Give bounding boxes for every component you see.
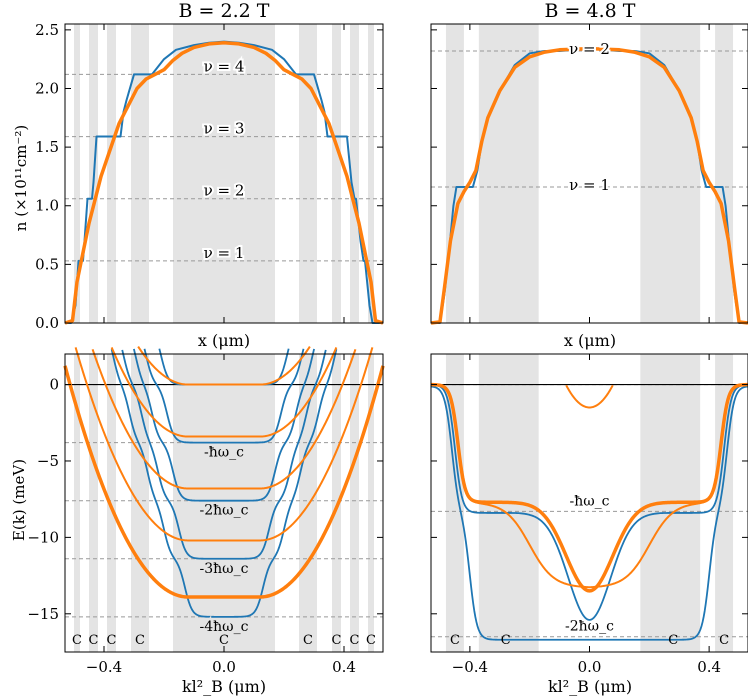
bottom-left-ytick-label: −15	[27, 605, 59, 623]
bottom-left-energy-label: -3ħω_c	[200, 561, 249, 577]
top-left-title: B = 2.2 T	[179, 0, 270, 22]
bottom-left-energy-label: -ħω_c	[204, 445, 244, 461]
top-left-shaded-band	[332, 24, 341, 323]
top-left-ylabel: n (×10¹¹cm⁻²)	[12, 125, 30, 231]
bottom-left-xlabel: kl²_B (μm)	[182, 677, 266, 696]
panel-top-left: 0.0 0.5 1.0 1.5 2.0 2.5 ν = 4 ν = 3 ν = 2 ν = 1	[35, 21, 384, 332]
top-left-ytick-label: 1.0	[35, 197, 59, 215]
top-right-filling-label: ν = 1	[569, 176, 610, 194]
top-left-shaded-band	[350, 24, 359, 323]
bottom-left-blue-band-3	[121, 349, 327, 560]
top-left-shaded-band	[131, 24, 149, 323]
top-left-filling-label: ν = 3	[204, 120, 245, 138]
bottom-left-shaded-band	[107, 354, 116, 652]
panel-top-right: ν = 2 ν = 1	[430, 23, 748, 325]
top-left-filling-label: ν = 2	[204, 182, 245, 200]
bottom-left-energy-label: -4ħω_c	[200, 619, 249, 635]
top-left-filling-label: ν = 4	[204, 57, 245, 75]
bottom-left-shaded-band	[173, 354, 275, 652]
bottom-left-orange-band-3	[74, 347, 374, 542]
bottom-right-orange-band-1	[430, 383, 748, 589]
bottom-left-ytick-label: −5	[37, 452, 59, 470]
top-left-shaded-band	[74, 24, 80, 323]
top-left-ytick-label: 2.5	[35, 21, 59, 39]
bottom-left-shaded-band	[299, 354, 317, 652]
bottom-left-orange-band-4	[63, 365, 385, 599]
bottom-left-ytick-label: −10	[27, 528, 59, 546]
bottom-left-shaded-band	[350, 354, 359, 652]
bottom-right-xlabel: kl²_B (μm)	[548, 677, 632, 696]
bottom-right-c-marker: C	[668, 633, 678, 648]
bottom-left-xtick-label: 0.4	[332, 658, 356, 676]
top-right-shaded-band	[640, 24, 701, 323]
bottom-right-energy-label: -ħω_c	[569, 493, 609, 509]
bottom-right-shaded-band	[445, 354, 464, 652]
panel-bottom-left: −0.4 0.0 0.4 0 −5 −10 −15 -ħω_c -2ħω_c -3ħω_c -4ħω…	[27, 346, 385, 676]
top-right-shaded-band	[715, 24, 734, 323]
panel-bottom-right: −0.4 0.0 0.4 -ħω_c -2ħω_cC C C C	[430, 353, 748, 676]
top-right-xlabel: x (μm)	[564, 331, 616, 350]
bottom-left-blue-band-1	[143, 348, 305, 444]
bottom-right-c-marker: C	[719, 633, 729, 648]
bottom-left-xtick-label: 0.0	[212, 658, 236, 676]
bottom-right-xtick-label: 0.0	[578, 658, 602, 676]
bottom-left-orange-band-1	[110, 347, 338, 438]
bottom-left-shaded-band	[74, 354, 80, 652]
bottom-right-blue-band-1	[430, 385, 748, 641]
top-right-filling-label: ν = 2	[569, 40, 610, 58]
top-right-shaded-band	[478, 24, 539, 323]
top-left-shaded-band	[299, 24, 317, 323]
top-left-shaded-band	[368, 24, 374, 323]
bottom-left-orange-band-0	[137, 346, 311, 386]
bottom-left-shaded-band	[89, 354, 98, 652]
top-left-ytick-label: 0.5	[35, 255, 59, 273]
top-right-title: B = 4.8 T	[545, 0, 636, 22]
bottom-left-c-marker: C	[366, 633, 376, 648]
bottom-right-orange-band-0	[430, 382, 748, 593]
bottom-left-c-marker: C	[303, 633, 313, 648]
bottom-left-c-marker: C	[107, 633, 117, 648]
bottom-right-energy-label: -2ħω_c	[565, 619, 614, 635]
top-right-frame	[430, 23, 748, 324]
top-left-filling-label: ν = 1	[204, 244, 245, 262]
bottom-right-c-marker: C	[450, 633, 460, 648]
bottom-left-blue-band-4	[110, 349, 338, 618]
bottom-right-xtick-label: 0.4	[697, 658, 721, 676]
bottom-left-energy-label: -2ħω_c	[200, 503, 249, 519]
bottom-left-xtick-label: −0.4	[86, 658, 122, 676]
top-left-ytick-label: 2.0	[35, 79, 59, 97]
top-left-series-orange	[64, 41, 384, 325]
bottom-left-c-marker: C	[89, 633, 99, 648]
bottom-right-shaded-band	[715, 354, 734, 652]
bottom-left-c-marker: C	[72, 633, 82, 648]
top-right-shaded-band	[445, 24, 464, 323]
top-left-ytick-label: 1.5	[35, 138, 59, 156]
top-left-shaded-band	[173, 24, 275, 323]
bottom-left-shaded-band	[368, 354, 374, 652]
bottom-left-blue-band-2	[133, 348, 315, 502]
top-left-xlabel: x (μm)	[198, 331, 250, 350]
top-right-series-orange	[430, 46, 748, 325]
bottom-left-c-marker: C	[332, 633, 342, 648]
bottom-left-c-marker: C	[135, 633, 145, 648]
bottom-left-ylabel: E(k) (meV)	[10, 459, 28, 541]
top-left-shaded-band	[107, 24, 116, 323]
bottom-right-c-marker: C	[501, 633, 511, 648]
bottom-right-blue-band-0	[430, 383, 748, 621]
bottom-left-shaded-band	[332, 354, 341, 652]
bottom-right-xtick-label: −0.4	[452, 658, 488, 676]
bottom-right-orange-band-2	[565, 384, 614, 409]
bottom-left-ytick-label: 0	[49, 376, 59, 394]
bottom-left-c-marker: C	[219, 633, 229, 648]
bottom-left-c-marker: C	[350, 633, 360, 648]
bottom-left-shaded-band	[131, 354, 149, 652]
top-left-ytick-label: 0.0	[35, 314, 59, 332]
bottom-left-orange-band-2	[91, 348, 357, 490]
